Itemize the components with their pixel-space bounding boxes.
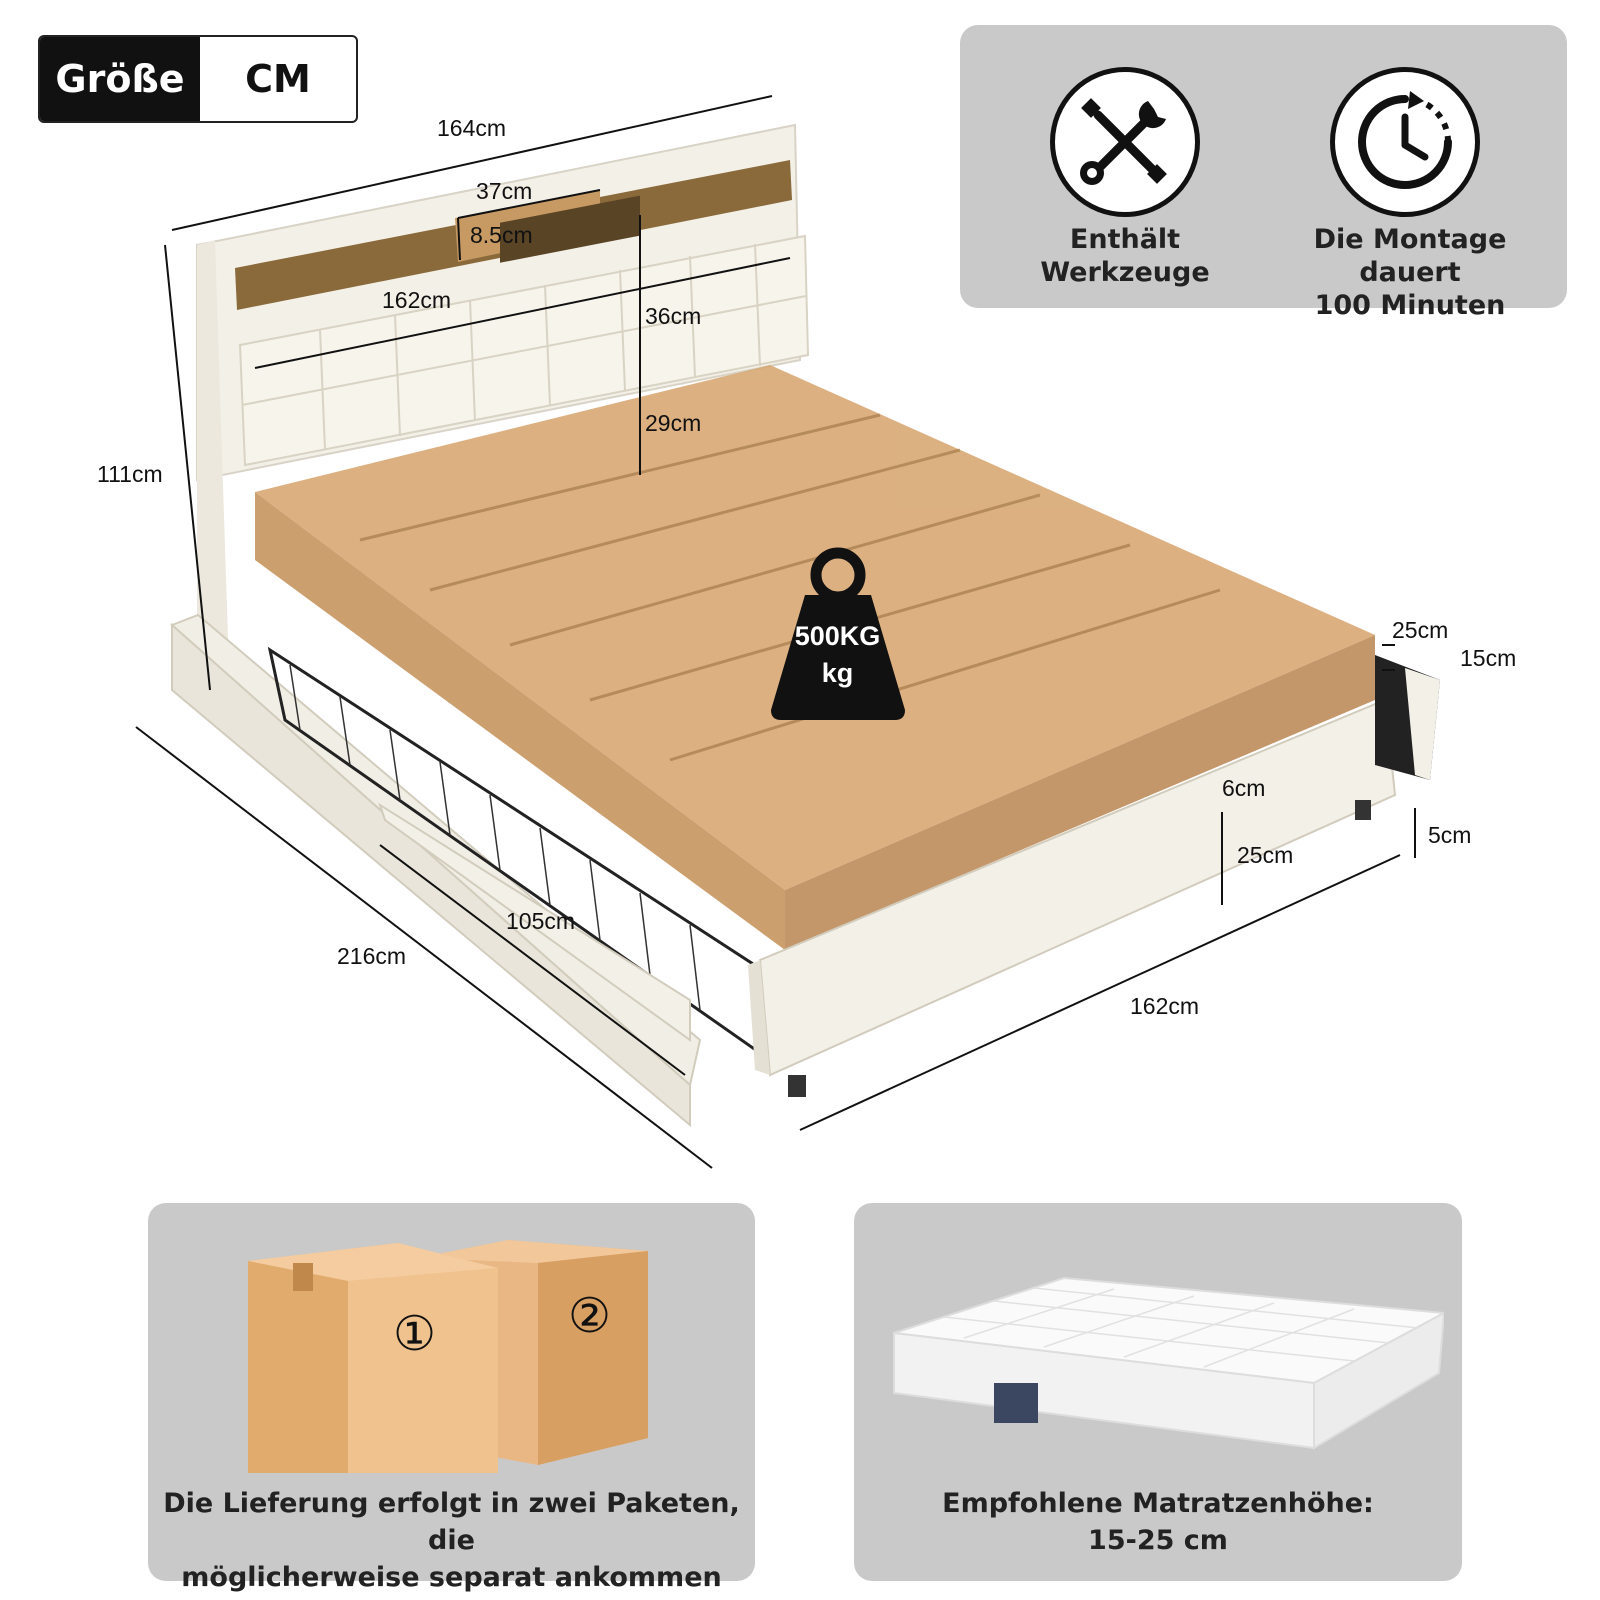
tools-label: Enthält Werkzeuge xyxy=(1040,224,1210,288)
footboard xyxy=(748,698,1397,1097)
clock-icon xyxy=(1330,67,1480,217)
weight-value: 500KG xyxy=(794,621,881,651)
features-panel: Enthält Werkzeuge Die Montage dauert 100… xyxy=(960,25,1567,321)
dim-headboard-upper: 36cm xyxy=(645,303,702,329)
dim-slat-height: 6cm xyxy=(1222,775,1266,801)
dimension-lines xyxy=(135,95,1416,1169)
dim-total-width: 164cm xyxy=(437,115,507,141)
dim-shelf-height: 8.5cm xyxy=(470,222,533,248)
assembly-label: Die Montage dauert 100 Minuten xyxy=(1313,224,1507,321)
weight-unit: kg xyxy=(821,658,854,688)
dim-rail-height: 25cm xyxy=(1237,842,1294,868)
dim-mattress-max: 25cm xyxy=(1392,617,1449,643)
weight-icon xyxy=(771,547,905,720)
box-2-label: ② xyxy=(568,1288,612,1344)
bed-illustration xyxy=(135,95,1440,1169)
side-rail xyxy=(170,613,772,1128)
dim-headboard-width: 162cm xyxy=(382,287,452,313)
dim-headboard-lower: 29cm xyxy=(645,410,702,436)
headboard xyxy=(196,123,810,710)
size-badge: Größe CM xyxy=(38,35,358,123)
dim-total-height: 111cm xyxy=(97,461,163,487)
dim-footboard-width: 162cm xyxy=(1130,993,1200,1019)
mattress-panel: Empfohlene Matratzenhöhe: 15-25 cm xyxy=(854,1203,1462,1581)
box-1-label: ① xyxy=(393,1306,437,1362)
delivery-text: Die Lieferung erfolgt in zwei Paketen, d… xyxy=(163,1488,740,1593)
boxes-icon xyxy=(248,1240,648,1473)
mattress-icon xyxy=(893,1276,1444,1450)
dim-clearance: 5cm xyxy=(1428,822,1472,848)
dim-drawer-length: 105cm xyxy=(506,908,576,934)
dim-shelf-width: 37cm xyxy=(476,178,533,204)
delivery-panel: ① ② Die Lieferung erfolgt in zwei Pakete… xyxy=(148,1203,755,1593)
dim-mattress-min: 15cm xyxy=(1460,645,1517,671)
dim-total-length: 216cm xyxy=(337,943,407,969)
tools-icon xyxy=(1050,67,1200,217)
size-unit: CM xyxy=(245,57,311,101)
mattress-text: Empfohlene Matratzenhöhe: 15-25 cm xyxy=(942,1488,1374,1556)
size-label: Größe xyxy=(40,37,200,121)
